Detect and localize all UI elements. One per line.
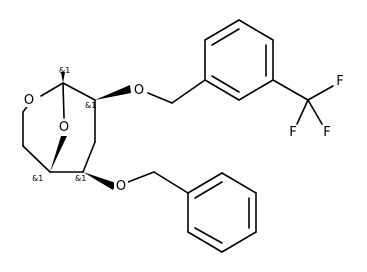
bond-c-f3	[307, 99, 323, 125]
upper-ether-oxygen-label: O	[134, 83, 144, 98]
fluorine-label-1: F	[336, 74, 343, 89]
ring-a-bond-5	[238, 79, 274, 101]
stereo-label-c4: &1	[75, 174, 86, 183]
bond-c5-c6	[22, 145, 51, 173]
bond-ch2-c4	[82, 141, 96, 173]
wedge-c4-o	[83, 172, 116, 190]
ring-oxygen-label: O	[24, 93, 34, 108]
bridge-oxygen-label: O	[59, 120, 69, 135]
wedge-c5-o-bridge	[50, 136, 67, 172]
stereo-label-c5: &1	[32, 174, 43, 183]
stereo-labels: &1 &1 &1 &1	[32, 66, 96, 183]
wedge-c2-o	[95, 85, 131, 100]
ring-a-bond-2	[204, 19, 240, 41]
bond-o-ch2-upper	[147, 92, 173, 104]
ring-b-double-1	[194, 181, 223, 199]
phenyl-ring	[187, 172, 257, 253]
ring-b-bond-5	[187, 231, 223, 253]
ring-a-bond-6	[204, 79, 240, 101]
bond-ch2-ring-lower	[153, 171, 189, 194]
upper-ether	[95, 79, 206, 104]
wedge-c1-h	[61, 72, 65, 83]
ring-b-bond-4	[221, 231, 257, 253]
bond-ch2-ring-upper	[171, 79, 206, 104]
stereo-label-c1: &1	[59, 66, 70, 75]
bond-ring-cf3	[272, 79, 309, 101]
ring-b-double-3	[194, 227, 223, 244]
bond-c-f1	[307, 85, 334, 101]
bond-c1-o-ring	[40, 82, 64, 97]
ring-b-bond-2	[221, 172, 257, 194]
bicyclic-core	[22, 72, 96, 173]
fluorine-label-2: F	[289, 125, 296, 140]
trifluoromethylphenyl-ring	[204, 19, 334, 125]
ring-a-double-1	[211, 28, 240, 46]
bond-o-ch2-lower	[127, 171, 155, 183]
ring-b-bond-1	[187, 172, 223, 194]
atom-labels: O O O O F F F	[22, 74, 344, 194]
lower-ether	[83, 171, 189, 194]
ring-a-bond-3	[238, 19, 274, 41]
stereo-label-c2: &1	[85, 101, 96, 110]
fluorine-label-3: F	[323, 125, 330, 140]
bond-c1-c2	[62, 82, 96, 101]
ring-a-double-3	[211, 75, 240, 93]
bond-c1-o-bridge	[62, 82, 65, 119]
lower-ether-oxygen-label: O	[116, 179, 126, 194]
bond-c-f2	[296, 99, 309, 125]
